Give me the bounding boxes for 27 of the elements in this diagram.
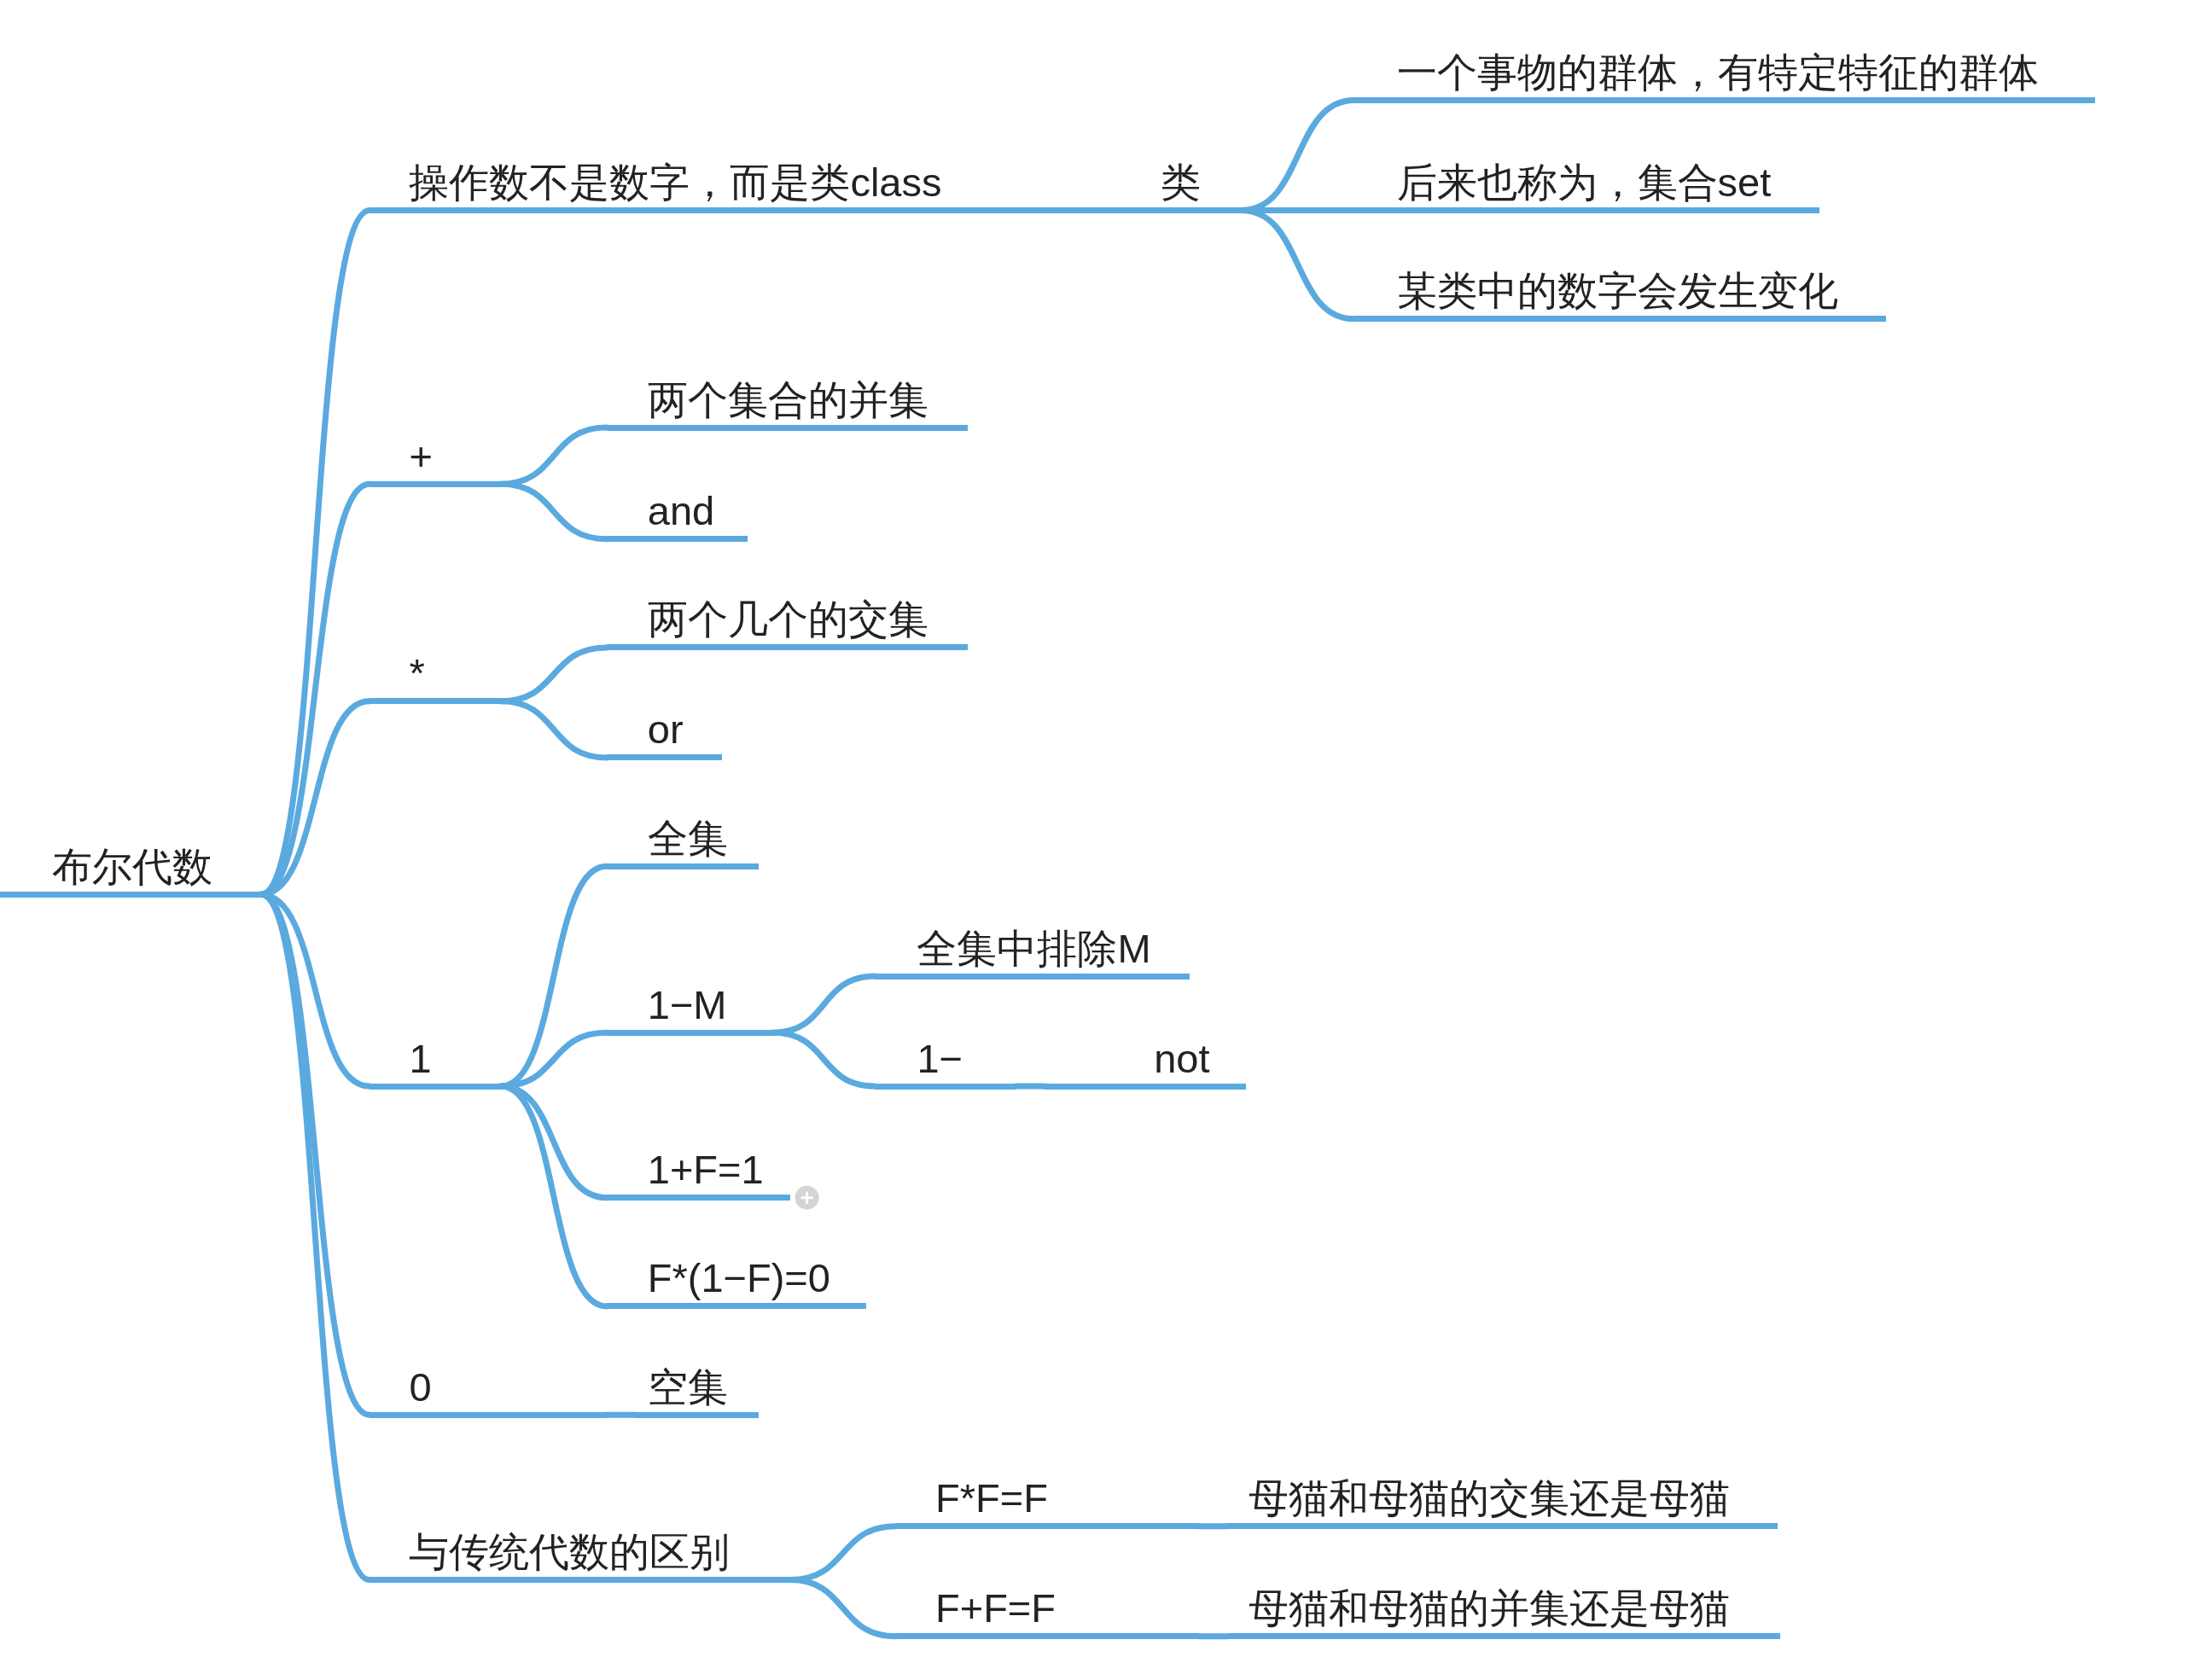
topic-text: F*(1−F)=0 <box>647 1258 830 1299</box>
topic-text: 1 <box>409 1038 432 1079</box>
topic-text: not <box>1154 1038 1210 1079</box>
topic-text: 后来也称为，集合set <box>1396 162 1772 202</box>
topic-text: 某类中的数字会发生变化 <box>1396 270 1838 311</box>
topic-text: and <box>647 491 715 532</box>
topic-text: or <box>647 709 684 750</box>
topic-text: 全集 <box>647 817 728 858</box>
topic-text: 1−M <box>647 984 727 1025</box>
topic-text: 母猫和母猫的交集还是母猫 <box>1248 1478 1730 1519</box>
topic-text: F*F=F <box>934 1478 1048 1519</box>
topic-text: 全集中排除M <box>917 927 1151 968</box>
topic-text: * <box>409 653 425 694</box>
topic-text: + <box>409 435 433 476</box>
topic-text: 母猫和母猫的并集还是母猫 <box>1248 1588 1730 1629</box>
topic-text: 与传统代数的区别 <box>409 1532 731 1573</box>
topic-text: 1+F=1 <box>647 1149 764 1190</box>
topic-text: F+F=F <box>934 1588 1056 1629</box>
topic-text: 1− <box>917 1038 963 1079</box>
topic-text: 两个几个的交集 <box>647 599 928 640</box>
topic-text: 空集 <box>647 1366 728 1407</box>
topic-text: 一个事物的群体，有特定特征的群体 <box>1396 52 2039 93</box>
topic-text: 类 <box>1161 162 1202 202</box>
topic-text: 操作数不是数字，而是类class <box>409 162 942 202</box>
topic-text: 两个集合的并集 <box>647 379 928 420</box>
topic-text: 0 <box>409 1366 432 1407</box>
topic-text: 布尔代数 <box>52 846 213 887</box>
